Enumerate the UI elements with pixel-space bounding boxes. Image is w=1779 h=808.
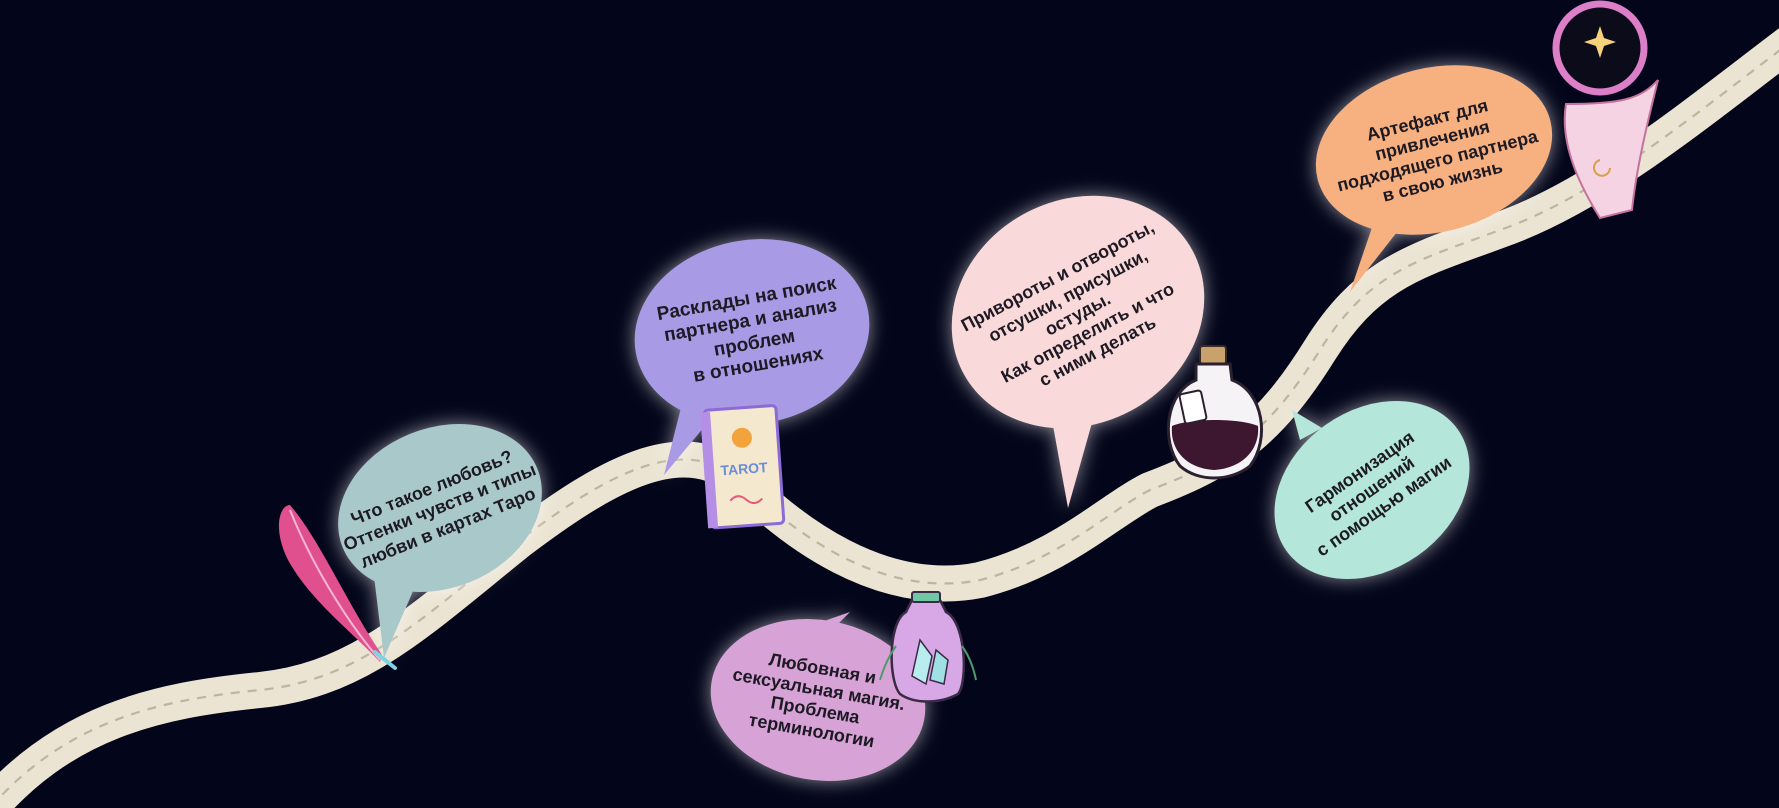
bubble-spells <box>951 195 1205 508</box>
bubble-tail <box>1350 210 1408 292</box>
bubble-shape <box>710 619 926 781</box>
bubble-tail <box>770 612 850 650</box>
road-centerline <box>0 49 1779 799</box>
feather-icon <box>278 505 397 670</box>
bubble-label: Расклады на поиск партнера и анализ проб… <box>655 272 839 387</box>
bubble-shape <box>1274 400 1470 580</box>
bubble-label: Любовная и сексуальная магия. Проблема т… <box>731 648 907 752</box>
bubble-shape <box>1315 65 1553 235</box>
bubble-artifact <box>1315 65 1553 292</box>
bubble-tail <box>1052 412 1095 508</box>
bubble-tail <box>1292 410 1322 440</box>
hand-crystal-ball-icon <box>1552 0 1659 220</box>
tarot-card-icon: TAROT <box>700 404 786 530</box>
road <box>0 28 1779 808</box>
bubble-love-magic <box>710 612 926 781</box>
bubble-shape <box>338 424 542 592</box>
bubble-tail <box>372 560 420 658</box>
potion-bottle-icon <box>1166 345 1264 480</box>
bubble-love-taro <box>338 424 542 658</box>
tarot-label: TAROT <box>720 459 769 478</box>
bubble-shape <box>634 239 870 425</box>
bubble-shape <box>951 195 1205 429</box>
crystal-jar-icon <box>879 591 977 703</box>
bubble-harmonize <box>1274 400 1470 580</box>
